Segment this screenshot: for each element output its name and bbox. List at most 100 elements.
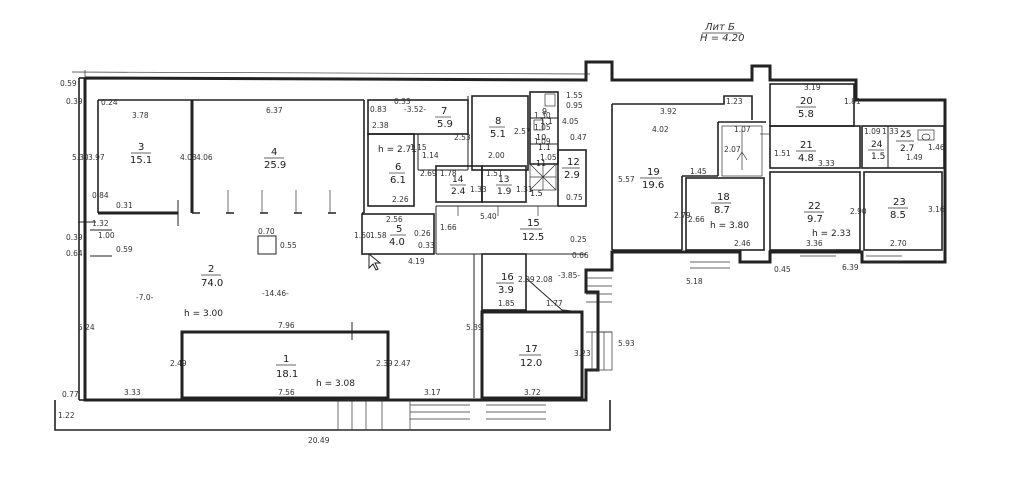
dimension: 20.49 xyxy=(308,436,330,445)
room-3: 3 15.1 xyxy=(130,142,152,166)
room-area: 8.7 xyxy=(714,205,730,216)
dimension: 1.09 xyxy=(534,137,551,146)
dimension: 7.96 xyxy=(278,321,295,330)
dimension: 1.46 xyxy=(928,143,945,152)
building-height: H = 4.20 xyxy=(700,33,745,44)
dimension: 1.51 xyxy=(486,169,503,178)
room-2: 2 74.0 xyxy=(201,264,223,289)
dimension: 1.31 xyxy=(516,185,533,194)
room-number: 25 xyxy=(900,130,911,140)
dimension: 1.33 xyxy=(470,185,487,194)
dimension: 3.16 xyxy=(928,205,945,214)
dimension: 1.66 xyxy=(440,223,457,232)
room-area: 1.5 xyxy=(530,189,543,198)
dimension: 2.79 xyxy=(674,211,691,220)
title-block: Лит Б H = 4.20 xyxy=(700,22,745,44)
dimension: 5.24 xyxy=(78,323,95,332)
room-number: 16 xyxy=(501,272,514,283)
dimension: 5.57 xyxy=(618,175,635,184)
dimension: 0.55 xyxy=(280,241,297,250)
dimension: 3.19 xyxy=(804,83,821,92)
room-5: 5 4.0 xyxy=(389,224,406,248)
dimension: -7.0- xyxy=(136,293,154,302)
room-7: 7 5.9 xyxy=(435,106,453,130)
dimension: 3.97 xyxy=(88,153,105,162)
dimension: 0.31 xyxy=(116,201,133,210)
dimension: 3.78 xyxy=(132,111,149,120)
dimension: 1.09 xyxy=(864,127,881,136)
dimension: 2.09 xyxy=(518,275,535,284)
dimension: 1.05 xyxy=(534,123,551,132)
dimension: 0.77 xyxy=(62,390,79,399)
dimension: 2.90 xyxy=(850,207,867,216)
dimension: 1.55 xyxy=(566,91,583,100)
room-area: 9.7 xyxy=(807,214,823,225)
dimension: 0.39 xyxy=(66,97,83,106)
room-number: 5 xyxy=(396,224,402,235)
dimension: 0.66 xyxy=(572,251,589,260)
dimension: 2.70 xyxy=(890,239,907,248)
room-25: 25 2.7 xyxy=(896,130,914,154)
dimension: 1.07 xyxy=(734,125,751,134)
room-number: 17 xyxy=(525,344,538,355)
room-area: 1.5 xyxy=(871,152,885,162)
room-18: 18 8.7 xyxy=(711,192,731,216)
dimension: 2.38 xyxy=(372,121,389,130)
dimension: 6.37 xyxy=(266,106,283,115)
room-20: 20 5.8 xyxy=(796,96,816,120)
room-area: 5.9 xyxy=(437,119,453,130)
dimension: 0.33 xyxy=(394,97,411,106)
room-number: 23 xyxy=(893,197,906,208)
dimension: 2.26 xyxy=(392,195,409,204)
dimension: 2.57 xyxy=(514,127,531,136)
dimension: 1.45 xyxy=(690,167,707,176)
dimension-labels: 0.59 0.39 0.24 3.78 6.37 0.83 0.33 -3.52… xyxy=(58,79,945,445)
height-label: h = 3.08 xyxy=(316,379,355,389)
height-label: h = 3.00 xyxy=(184,309,223,319)
room-number: 15 xyxy=(527,218,540,229)
room-area: 6.1 xyxy=(390,175,406,186)
room-number: 3 xyxy=(138,142,144,153)
room-number: 7 xyxy=(441,106,447,117)
room-area: 2.9 xyxy=(564,170,580,181)
room-number: 19 xyxy=(647,167,660,178)
dimension: 0.24 xyxy=(101,98,118,107)
height-label: h = 2.71 xyxy=(378,145,417,155)
building-title: Лит Б xyxy=(704,22,735,33)
dimension: 1.33 xyxy=(882,127,899,136)
room-area: 1.1 xyxy=(540,117,553,126)
room-10: 10 1.1 xyxy=(536,133,551,152)
interior-walls xyxy=(78,83,945,431)
room-area: 12.0 xyxy=(520,358,542,369)
room-number: 21 xyxy=(800,140,813,151)
room-area: 18.1 xyxy=(276,369,298,380)
room-area: 12.5 xyxy=(522,232,544,243)
room-area: 5.1 xyxy=(490,129,506,140)
room-22: 22 9.7 xyxy=(804,201,824,225)
room-8: 8 5.1 xyxy=(489,116,506,140)
room-number: 1 xyxy=(283,354,289,365)
dimension: -3.52- xyxy=(404,105,426,114)
dimension: 1.85 xyxy=(498,299,515,308)
room-area: 4.8 xyxy=(798,153,814,164)
room-area: 3.9 xyxy=(498,285,514,296)
outer-walls xyxy=(54,60,947,431)
room-9: 9 1.1 xyxy=(540,107,553,126)
dimension: 5.39 xyxy=(466,323,483,332)
room-number: 6 xyxy=(395,162,401,173)
dimension: 1.60 xyxy=(354,231,371,240)
dimension: 4.06 xyxy=(196,153,213,162)
room-area: 1.9 xyxy=(497,187,512,197)
dimension: 0.45 xyxy=(774,265,791,274)
dimension: 0.84 xyxy=(92,191,109,200)
dimension: 0.64 xyxy=(66,249,83,258)
dimension: 1.78 xyxy=(440,169,457,178)
dimension: 2.49 xyxy=(170,359,187,368)
dimension: 1.05 xyxy=(540,153,557,162)
dimension: 1.22 xyxy=(58,411,75,420)
dimension: 0.26 xyxy=(414,229,431,238)
room-number: 14 xyxy=(452,175,464,185)
room-number: 13 xyxy=(498,175,509,185)
room-16: 16 3.9 xyxy=(496,272,514,296)
